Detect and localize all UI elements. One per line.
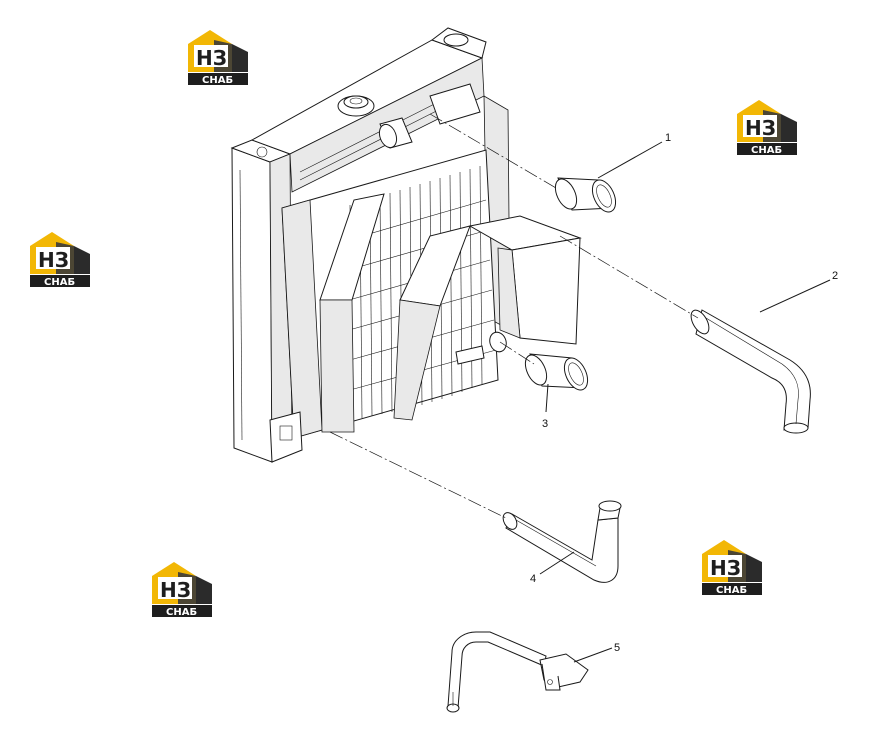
logo-letters: НЗ bbox=[710, 556, 741, 580]
part-3-hose bbox=[524, 353, 589, 391]
logo-letters: НЗ bbox=[745, 116, 776, 140]
logo-letters: НЗ bbox=[160, 578, 191, 602]
logo-caption: СНАБ bbox=[44, 277, 75, 288]
part-5-bracket bbox=[446, 631, 589, 713]
radiator-assembly bbox=[230, 27, 582, 463]
callout-5: 5 bbox=[573, 642, 620, 663]
watermark-logo: НЗ СНАБ bbox=[30, 232, 90, 288]
callout-1: 1 bbox=[597, 132, 671, 179]
watermark-logo: НЗ СНАБ bbox=[188, 30, 248, 86]
callout-label: 3 bbox=[542, 418, 548, 430]
assembly-leader-lines bbox=[329, 113, 699, 519]
callout-label: 5 bbox=[614, 642, 620, 654]
logo-letters: НЗ bbox=[196, 46, 227, 70]
callout-3: 3 bbox=[542, 383, 549, 430]
callout-2: 2 bbox=[759, 270, 838, 313]
callout-4: 4 bbox=[530, 551, 575, 585]
logo-letters: НЗ bbox=[38, 248, 69, 272]
part-2-elbow-pipe bbox=[690, 309, 811, 434]
part-1-hose bbox=[554, 177, 617, 213]
logo-caption: СНАБ bbox=[166, 607, 197, 618]
logo-caption: СНАБ bbox=[751, 145, 782, 156]
watermark-logo: НЗ СНАБ bbox=[737, 100, 797, 156]
logo-caption: СНАБ bbox=[716, 585, 747, 596]
part-4-bent-pipe bbox=[502, 500, 622, 583]
callout-label: 1 bbox=[665, 132, 671, 144]
callout-label: 2 bbox=[832, 270, 838, 282]
callout-label: 4 bbox=[530, 573, 536, 585]
watermark-logo: НЗ СНАБ bbox=[702, 540, 762, 596]
watermark-logo: НЗ СНАБ bbox=[152, 562, 212, 618]
logo-caption: СНАБ bbox=[202, 75, 233, 86]
